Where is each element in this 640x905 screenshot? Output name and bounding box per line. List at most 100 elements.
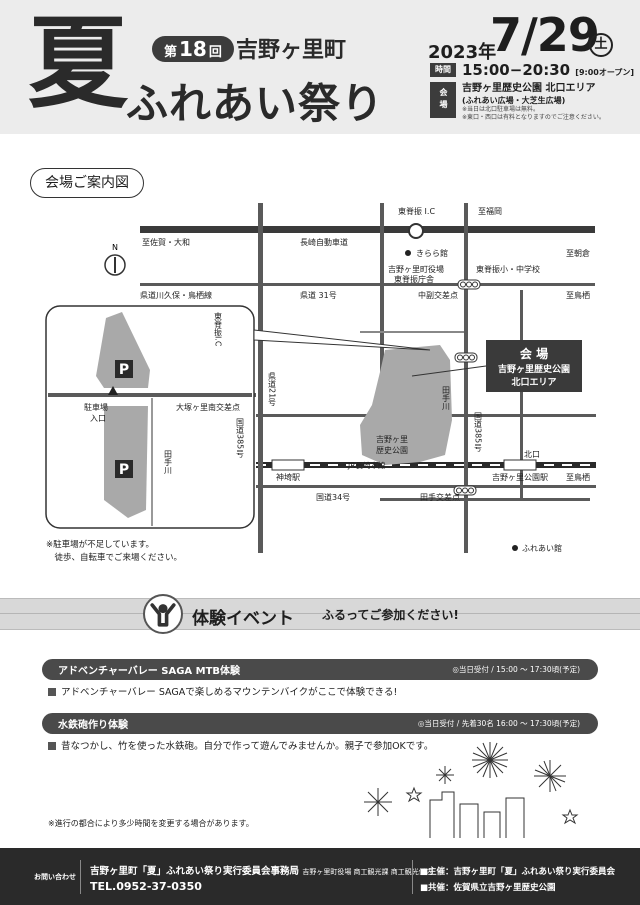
label-park-1: 吉野ヶ里 [376,435,408,444]
venue-row: 会場 吉野ヶ里歴史公園 北口エリア (ふれあい広場・大芝生広場) ※当日は北口駐… [430,82,605,122]
label-parking-entrance-1: 駐車場 [84,402,108,412]
label-expressway: 長崎自動車道 [300,237,348,247]
parking-icon [115,460,133,478]
compass-n-label: N [112,243,118,252]
label-route21: 県道21号 [268,372,277,407]
edition-prefix: 第 [164,45,178,60]
contact-tel[interactable]: TEL.0952-37-0350 [90,880,202,893]
label-tosu-1: 至鳥栖 [566,290,590,300]
venue-box [486,340,582,392]
label-saga-yamato: 至佐賀・大和 [142,237,190,247]
bullet-square-icon [48,688,56,696]
label-sefuri-ic: 東脊振 I.C [398,206,435,216]
parking-icon [115,360,133,378]
historical-park [360,345,452,465]
label-route31: 県道 31号 [300,290,337,300]
east-road [520,290,523,500]
footer-divider [80,860,81,894]
expressway-road [140,226,595,233]
star-icon [405,786,423,803]
parking-icon-label: P [119,462,129,478]
park-station-icon [503,459,537,471]
label-sefuri-ic-vertical: 東脊振I.C [214,311,223,347]
event-section-title: 体験イベント [192,609,294,629]
event-time-mtb: ◎当日受付 / 15:00 〜 17:30頃(予定) [452,665,580,674]
label-route385-east: 国道385号 [474,412,483,452]
venue-box-line3: 北口エリア [511,376,556,388]
venue-sub: (ふれあい広場・大芝生広場) [462,96,566,105]
label-tade-river: 田手川 [442,386,451,410]
venue-map: P P 会 場 吉野ヶ里歴史公園 北口エリア N 東脊振 I.C 至福岡 至佐賀… [45,203,596,553]
event-time: 15:00−20:30 [462,61,571,79]
event-date: 7/29 [490,8,600,62]
time-tag: 時間 [430,63,456,77]
label-tosu-2: 至鳥栖 [566,472,590,482]
event-weekday: 土 [589,33,613,57]
band-line [0,613,640,614]
label-kirara: きらら館 [416,248,448,258]
venue-note-1: ※当日は北口駐車場は無料。 [462,106,540,113]
label-route385-west: 国道385号 [236,418,245,458]
signal-icon [454,352,478,363]
event-desc-water-gun: 昔なつかし、竹を使った水鉄砲。自分で作って遊んでみませんか。親子で参加OKです。 [48,738,433,752]
label-town-office-2: 東脊振庁舎 [394,274,434,284]
open-time: [9:00オープン] [575,68,635,77]
label-school: 東脊振小・中学校 [476,264,540,274]
lower-road [380,498,590,501]
parking-note: ※駐車場が不足しています。 徒歩、自転車でご来場ください。 [46,540,183,563]
inset-callout [253,329,431,351]
edition-suffix: 回 [208,45,222,60]
signal-icon [453,485,477,496]
organizer: 吉野ヶ里町「夏」ふれあい祭り実行委員会事務局 吉野ヶ里町役場 商工観光課 商工観… [90,863,433,877]
city-buildings-icon [429,791,525,838]
footer: お問い合わせ 吉野ヶ里町「夏」ふれあい祭り実行委員会事務局 吉野ヶ里町役場 商工… [0,848,640,905]
venue-callout [411,365,487,377]
map-heading: 会場ご案内図 [30,168,144,198]
interchange-icon [408,223,424,239]
parking-lot-north [96,312,150,388]
venue-main: 吉野ヶ里歴史公園 北口エリア [462,83,596,94]
time-text: 15:00−20:30 [9:00オープン] [462,63,634,80]
firework-icon [534,760,566,792]
label-kitaguchi: 北口 [524,450,540,459]
bullet-square-icon [48,742,56,750]
label-route34: 国道34号 [316,492,350,502]
edition-badge: 第 18 回 [152,36,234,62]
inset-road-overlay [48,393,252,397]
footer-divider [412,860,413,894]
label-fukuoka: 至福岡 [478,207,502,216]
fireworks-illustration [364,742,579,838]
contact-label: お問い合わせ [34,873,76,881]
time-row: 時間 15:00−20:30 [9:00オープン] [430,63,634,80]
label-park-2: 歴史公園 [376,445,408,455]
venue-box-line2: 吉野ヶ里歴史公園 [498,363,570,375]
event-year: 2023年 [428,42,497,63]
event-section-subtitle: ふるってご参加ください! [322,608,459,622]
organizer-name: 吉野ヶ里町「夏」ふれあい祭り実行委員会事務局 [90,866,300,877]
firework-icon [436,766,454,784]
label-parking-entrance-2: 入口 [90,414,106,423]
parking-icon-label: P [119,362,129,378]
signal-icon [457,279,481,290]
event-name-water-gun: 水鉄砲作り体験 [58,720,128,731]
label-otsuka: 大塚ヶ里南交差点 [176,402,240,412]
label-tade-cross: 田手交差点 [420,492,460,502]
cheer-person-icon [143,594,183,634]
star-icon [561,808,579,825]
cohost: ■共催：佐賀県立吉野ヶ里歴史公園 [420,883,556,893]
firework-icon [472,742,508,778]
event-time-water-gun: ◎当日受付 / 先着30名 16:00 〜 17:30頃(予定) [417,719,580,728]
firework-icon [364,788,392,816]
kanzaki-station-icon [271,459,305,471]
label-fureaikan: ふれあい館 [522,543,562,553]
venue-tag: 会場 [430,82,456,118]
fureaikan-dot [512,545,518,551]
edition-number: 18 [179,37,207,61]
route385-road [464,203,468,553]
event-desc-water-gun-text: 昔なつかし、竹を使った水鉄砲。自分で作って遊んでみませんか。親子で参加OKです。 [61,741,434,752]
route31-road [140,283,595,286]
label-nakamizo: 中副交差点 [418,290,458,300]
event-bar-mtb: アドベンチャーバレー SAGA MTB体験 ◎当日受付 / 15:00 〜 17… [42,659,598,680]
organizer-dept: 吉野ヶ里町役場 商工観光課 商工観光係内 [302,868,433,876]
route21-road [258,203,263,553]
